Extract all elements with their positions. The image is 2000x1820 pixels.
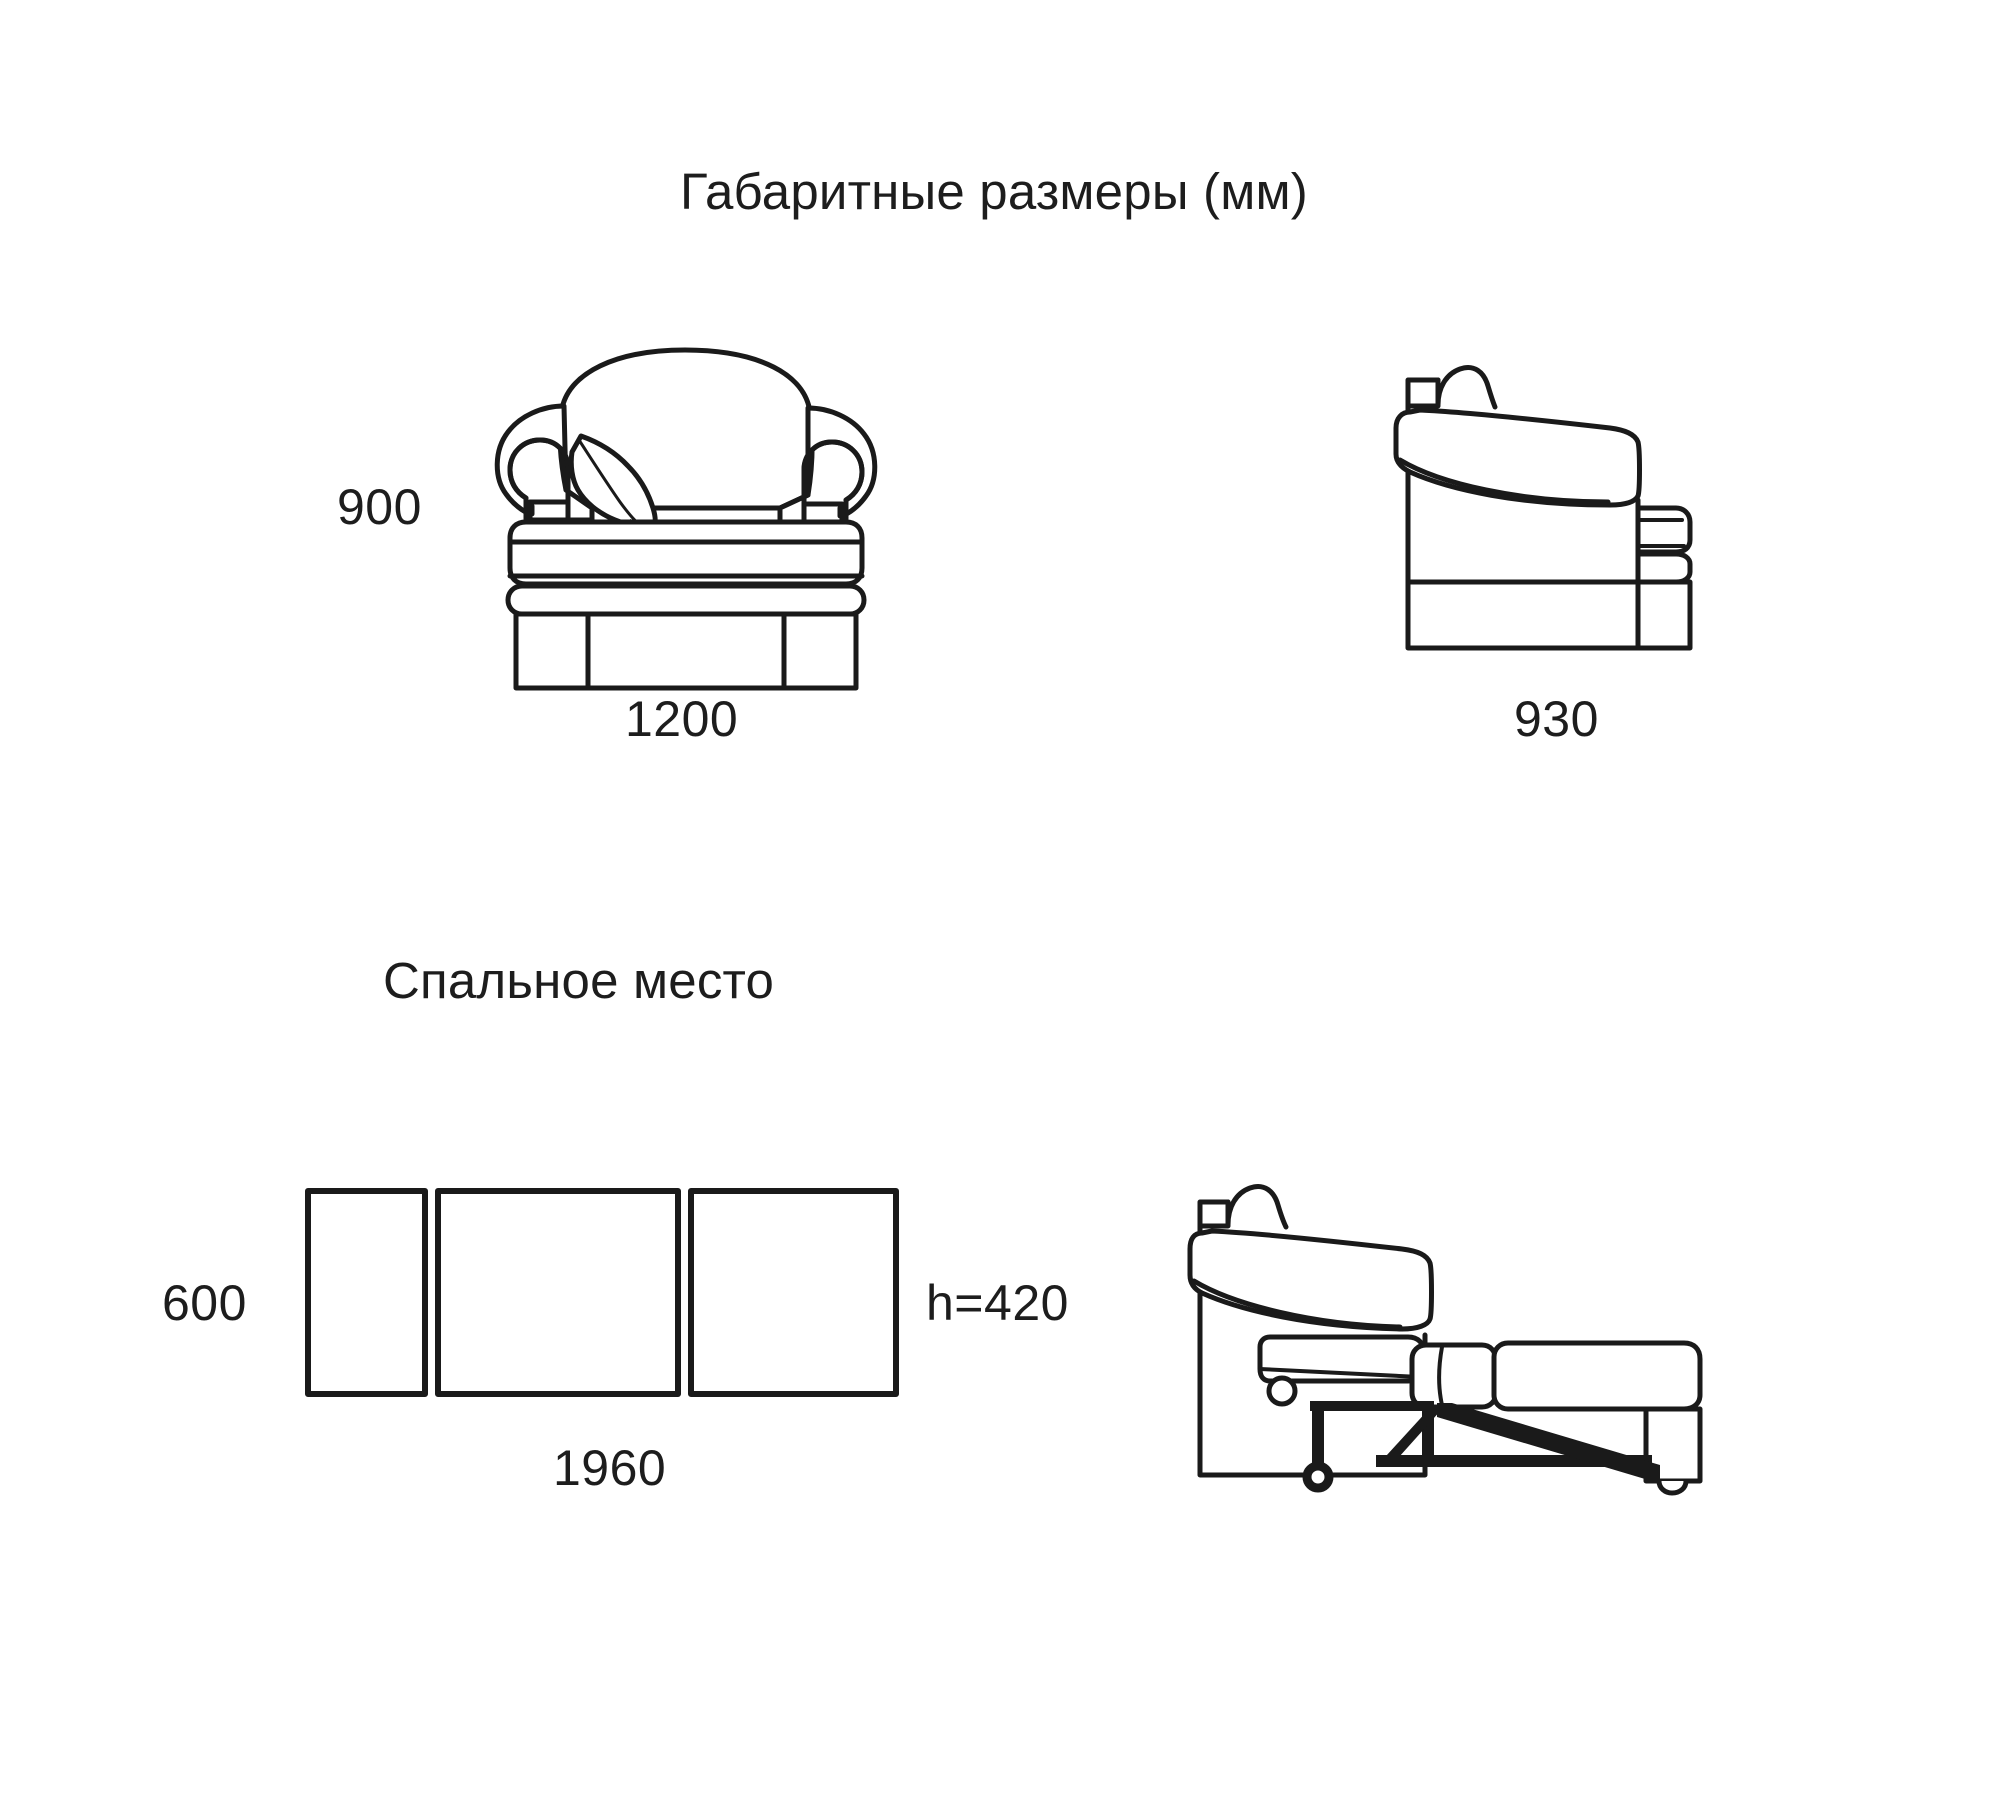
dimension-height-900: 900 bbox=[337, 479, 422, 535]
armchair-front-view bbox=[494, 347, 878, 691]
bed-panel-1 bbox=[305, 1188, 428, 1397]
dimension-bed-height-420: h=420 bbox=[926, 1275, 1069, 1331]
dimension-depth-930: 930 bbox=[1514, 691, 1599, 747]
bed-plan-view bbox=[305, 1188, 899, 1397]
bed-panel-3 bbox=[688, 1188, 899, 1397]
page-title-sleeping-area: Спальное место bbox=[383, 952, 775, 1009]
armchair-side-view bbox=[1393, 365, 1693, 651]
dimension-bed-width-600: 600 bbox=[162, 1275, 247, 1331]
sofa-bed-unfolded-side-view bbox=[1187, 1184, 1703, 1496]
dimension-bed-length-1960: 1960 bbox=[553, 1440, 667, 1496]
dimension-width-1200: 1200 bbox=[625, 691, 739, 747]
bed-panel-2 bbox=[435, 1188, 681, 1397]
page-title-overall-dimensions: Габаритные размеры (мм) bbox=[680, 163, 1308, 220]
